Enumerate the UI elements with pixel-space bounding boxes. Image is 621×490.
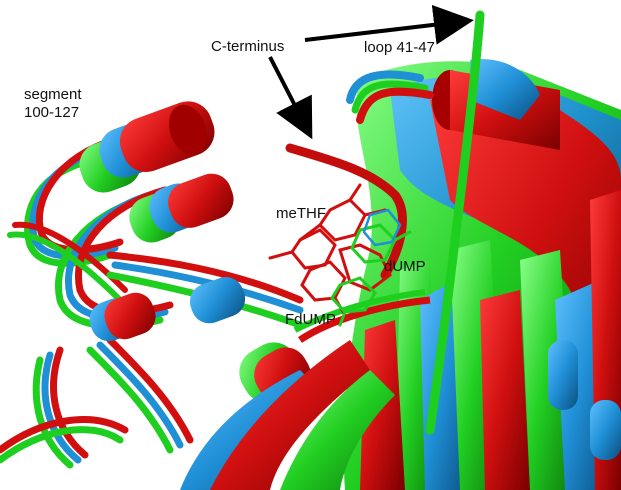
label-c-terminus: C-terminus: [211, 38, 284, 56]
label-segment: segment 100-127: [24, 86, 82, 122]
label-loop: loop 41-47: [364, 39, 435, 57]
label-methf: meTHF: [276, 205, 326, 223]
label-dump: dUMP: [384, 258, 426, 276]
label-fdump: FdUMP: [285, 311, 336, 329]
